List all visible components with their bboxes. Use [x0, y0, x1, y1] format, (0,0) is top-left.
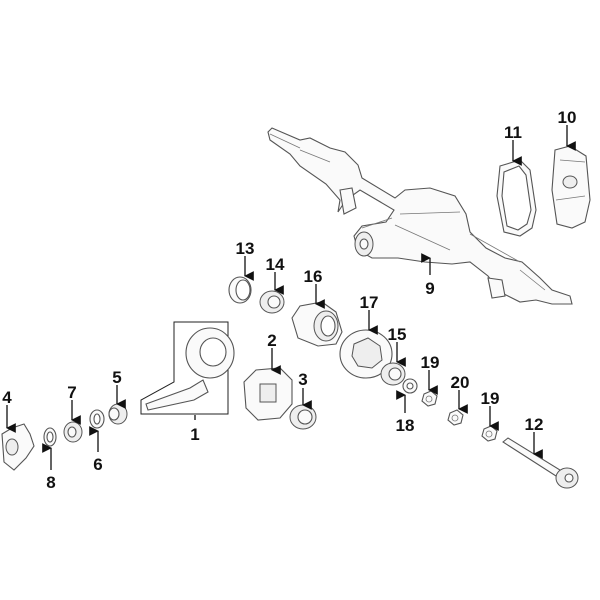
- pinion-flange-4[interactable]: [1, 423, 35, 471]
- differential-cover[interactable]: [551, 145, 591, 229]
- axle-shaft[interactable]: [502, 437, 579, 489]
- callout-5: 5: [112, 368, 121, 387]
- callout-20: 20: [451, 373, 470, 392]
- callout-15: 15: [388, 325, 407, 344]
- callout-17: 17: [360, 293, 379, 312]
- bearing-14[interactable]: [259, 290, 285, 314]
- callout-16: 16: [304, 267, 323, 286]
- callout-labels: 1 2 3 4 5 6 7 8 9 10 11 12 13 14 15 16 1…: [2, 108, 576, 492]
- callout-2: 2: [267, 331, 276, 350]
- callout-13: 13: [236, 239, 255, 258]
- differential-carrier[interactable]: [291, 301, 343, 347]
- washer-18[interactable]: [402, 378, 418, 394]
- leader-lines: [6, 125, 576, 470]
- pinion-shim-6[interactable]: [89, 409, 105, 429]
- pinion-seal-8[interactable]: [43, 427, 57, 447]
- pinion-bearing-outer-7[interactable]: [63, 421, 83, 443]
- pinion-bearing-inner-5[interactable]: [108, 403, 128, 425]
- nut-19a[interactable]: [421, 390, 438, 407]
- callout-3: 3: [298, 370, 307, 389]
- callout-7: 7: [67, 383, 76, 402]
- nut-20[interactable]: [447, 409, 464, 426]
- ring-and-pinion-set[interactable]: [140, 321, 235, 415]
- seal-13[interactable]: [228, 276, 252, 304]
- callout-19a: 19: [421, 353, 440, 372]
- cover-gasket[interactable]: [496, 159, 537, 237]
- callout-12: 12: [525, 415, 544, 434]
- differential-case[interactable]: [243, 367, 293, 421]
- callout-11: 11: [504, 123, 522, 142]
- callout-6: 6: [93, 455, 102, 474]
- callout-4: 4: [2, 388, 12, 407]
- callout-9: 9: [425, 279, 434, 298]
- callout-18: 18: [396, 416, 415, 435]
- callout-14: 14: [266, 255, 285, 274]
- carrier-bearing-15[interactable]: [380, 362, 406, 386]
- axle-housing[interactable]: [267, 127, 573, 305]
- nut-19b[interactable]: [481, 425, 498, 442]
- callout-10: 10: [558, 108, 577, 127]
- callout-8: 8: [46, 473, 55, 492]
- callout-1: 1: [190, 425, 199, 444]
- callout-19b: 19: [481, 389, 500, 408]
- ring-gear-spacer[interactable]: [339, 329, 393, 379]
- carrier-bearing-3[interactable]: [289, 404, 317, 430]
